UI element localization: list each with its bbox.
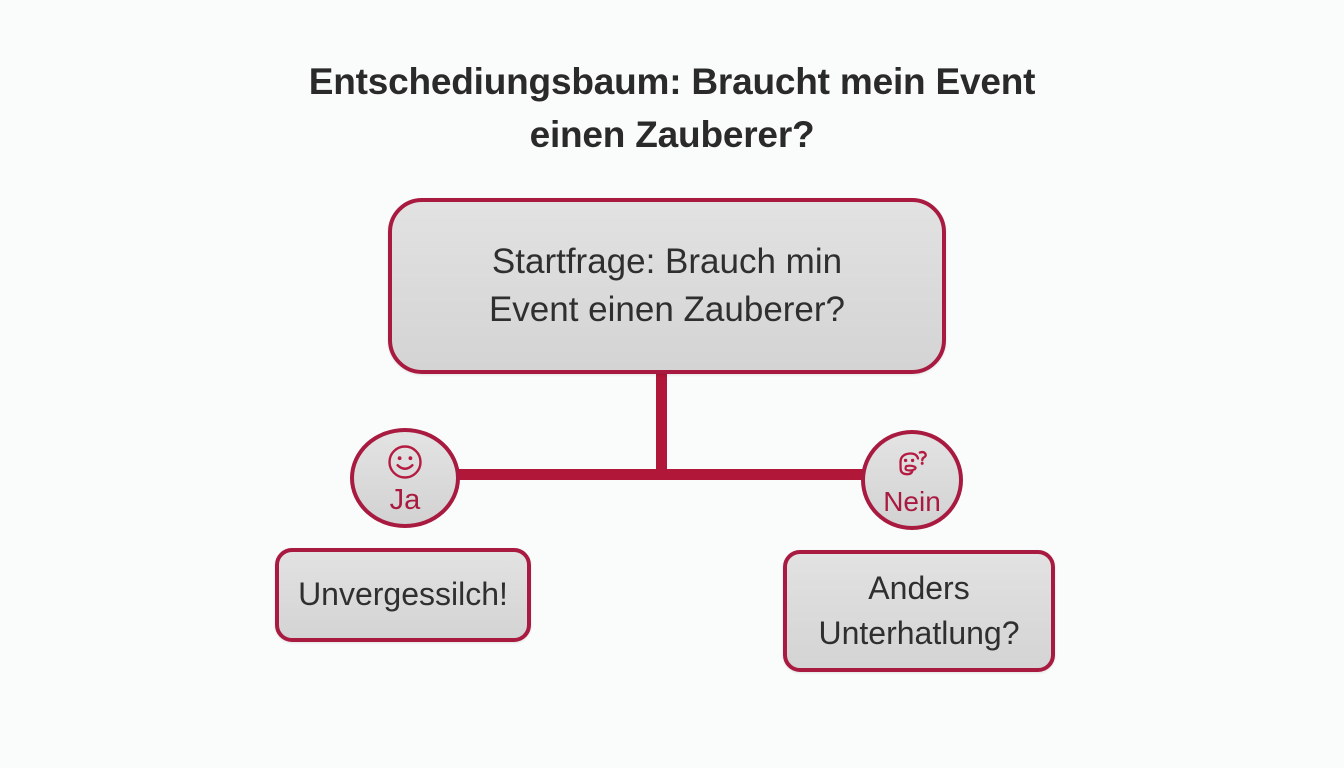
page-title: Entschediungsbaum: Braucht mein Event ei…	[172, 55, 1172, 162]
node-result-nein-line-2: Unterhatlung?	[818, 615, 1020, 651]
connector-root-to-branches	[656, 372, 667, 476]
node-start-question-text: Startfrage: Brauch min Event einen Zaube…	[489, 238, 845, 335]
node-result-nein-line-1: Anders	[868, 569, 970, 606]
node-start-question-line-2: Event einen Zauberer?	[488, 290, 846, 329]
node-result-nein[interactable]: Anders Unterhatlung?	[783, 550, 1055, 672]
node-branch-nein[interactable]: Nein	[861, 430, 963, 530]
node-result-ja[interactable]: Unvergessilch!	[275, 548, 531, 642]
node-result-ja-line-1: Unvergessilch!	[298, 576, 508, 613]
connector-branch-horizontal	[398, 469, 925, 480]
node-branch-nein-label: Nein	[883, 486, 941, 517]
node-result-nein-text: Anders Unterhatlung?	[818, 566, 1019, 657]
page-title-line-2: einen Zauberer?	[529, 114, 815, 156]
node-result-ja-text: Unvergessilch!	[298, 574, 508, 616]
page-title-line-1: Entschediungsbaum: Braucht mein Event	[308, 61, 1036, 102]
node-start-question[interactable]: Startfrage: Brauch min Event einen Zaube…	[388, 198, 946, 374]
node-start-question-line-1: Startfrage: Brauch min	[491, 241, 843, 281]
node-branch-ja[interactable]: Ja	[350, 428, 460, 528]
node-branch-ja-label: Ja	[389, 483, 421, 516]
thinking-face-question-icon	[892, 444, 932, 484]
smiley-face-icon	[385, 442, 425, 482]
